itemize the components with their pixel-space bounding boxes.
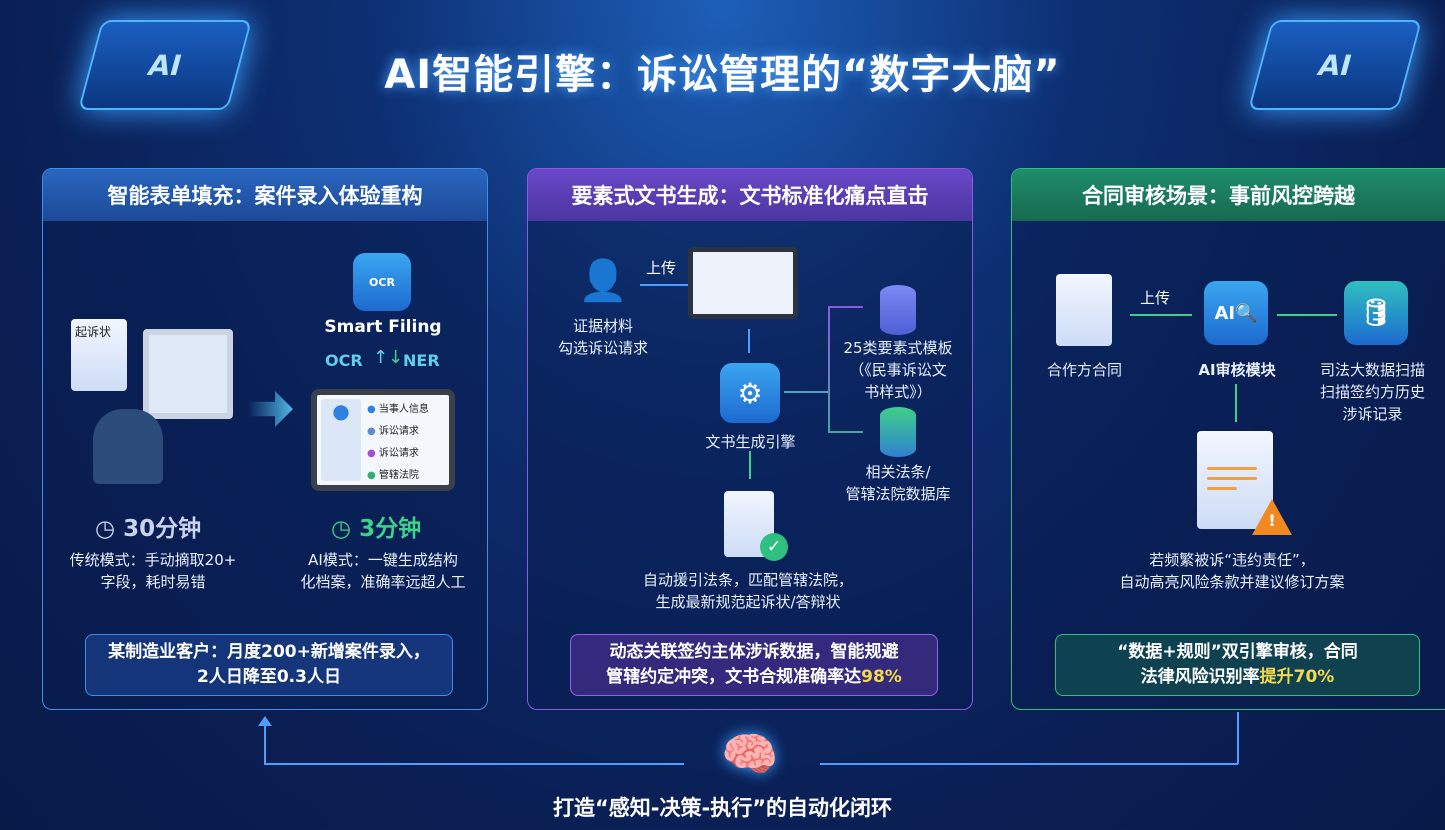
arrow-right-icon — [828, 306, 863, 308]
engine-label: 文书生成引擎 — [705, 433, 796, 451]
risk-desc: 若频繁被诉“违约责任”，自动高亮风险条款并建议修订方案 — [1119, 551, 1345, 591]
ner-label: NER — [403, 351, 440, 370]
ocr-document-icon: OCR — [353, 253, 411, 311]
loop-line — [1237, 712, 1239, 764]
ai-chip-icon: AI — [1247, 20, 1423, 110]
footer-caption: 打造“感知-决策-执行”的自动化闭环 — [552, 796, 893, 820]
arrow-right-icon — [1130, 314, 1192, 316]
arrow-down-icon: ↓ — [388, 347, 404, 368]
arrow-down-icon — [749, 451, 751, 479]
page-title: AI智能引擎：诉讼管理的“数字大脑” — [384, 52, 1061, 98]
contract-label: 合作方合同 — [1046, 361, 1122, 379]
ai-time: ◷ 3分钟 — [331, 516, 422, 542]
ocr-label: OCR — [325, 351, 363, 370]
arrow-down-icon — [1235, 384, 1237, 422]
panel-header: 合同审核场景：事前风控跨越 — [1012, 169, 1445, 221]
clock-icon: ◷ — [95, 516, 116, 542]
panel-document-generation: 要素式文书生成：文书标准化痛点直击 👤 证据材料勾选诉讼请求 上传 ⚙ 文书生成… — [527, 168, 973, 710]
arrow-left-icon — [1277, 314, 1337, 316]
check-icon: ✓ — [760, 533, 788, 561]
connector-line — [828, 306, 830, 431]
panel-smart-form: 智能表单填充：案件录入体验重构 起诉状 OCR Smart Filing OCR… — [42, 168, 488, 710]
compliance-quote: 动态关联签约主体涉诉数据，智能规避管辖约定冲突，文书合规准确率达98% — [570, 634, 938, 696]
complaint-document-icon: 起诉状 — [71, 319, 127, 391]
user-upload-icon: 👤 — [578, 258, 628, 304]
ai-chip-icon: AI — [77, 20, 253, 110]
person-at-computer-icon — [93, 409, 163, 484]
evidence-label: 证据材料勾选诉讼请求 — [557, 317, 648, 357]
template-db-label: 25类要素式模板（《民事诉讼文书样式》） — [843, 339, 953, 401]
arrow-right-icon — [828, 431, 863, 433]
field-party-info: ● 当事人信息 — [367, 404, 429, 415]
profile-avatar-icon: ● — [321, 399, 361, 481]
upload-label: 上传 — [646, 259, 677, 277]
output-desc: 自动援引法条，匹配管辖法院，生成最新规范起诉状/答辩状 — [642, 571, 853, 611]
scan-label: 司法大数据扫描扫描签约方历史涉诉记录 — [1319, 361, 1425, 423]
clock-icon: ◷ — [331, 516, 352, 542]
brain-gear-icon: 🧠 — [721, 726, 779, 781]
panel-header: 智能表单填充：案件录入体验重构 — [43, 169, 487, 221]
contract-document-icon — [1056, 274, 1112, 346]
tablet-form: ● ● 当事人信息 ● 诉讼请求 ● 诉讼请求 ● 管辖法院 — [311, 389, 455, 491]
computer-monitor-icon — [143, 329, 233, 419]
database-search-icon: 🛢 — [1344, 281, 1408, 345]
loop-line — [820, 763, 1238, 765]
smart-filing-label: Smart Filing — [324, 317, 442, 337]
gear-engine-icon: ⚙ — [720, 363, 780, 423]
upload-label: 上传 — [1140, 289, 1171, 307]
traditional-desc: 传统模式：手动摘取20+字段，耗时易错 — [69, 551, 237, 591]
loop-arrow-up-icon — [264, 722, 266, 764]
connector-line — [784, 391, 829, 393]
arrow-right-icon — [640, 284, 688, 286]
panel-header: 要素式文书生成：文书标准化痛点直击 — [528, 169, 972, 221]
field-claim: ● 诉讼请求 — [367, 426, 419, 437]
loop-line — [264, 763, 684, 765]
laptop-icon — [688, 247, 798, 319]
arrow-right-icon — [248, 391, 293, 427]
arrowhead — [258, 716, 272, 726]
risk-document-icon — [1197, 431, 1273, 529]
traditional-time: ◷ 30分钟 — [95, 516, 202, 542]
case-quote: 某制造业客户：月度200+新增案件录入，2人日降至0.3人日 — [85, 634, 453, 696]
module-label: AI审核模块 — [1198, 361, 1276, 379]
ai-review-icon: AI🔍 — [1204, 281, 1268, 345]
review-quote: “数据+规则”双引擎审核，合同法律风险识别率提升70% — [1055, 634, 1420, 696]
arrow-down-icon — [748, 329, 750, 353]
field-court: ● 管辖法院 — [367, 470, 419, 481]
ai-desc: AI模式：一键生成结构化档案，准确率远超人工 — [300, 551, 466, 591]
template-database-icon — [880, 285, 916, 335]
panel-contract-review: 合同审核场景：事前风控跨越 合作方合同 上传 AI🔍 AI审核模块 🛢 司法大数… — [1011, 168, 1445, 710]
arrow-up-icon: ↑ — [373, 347, 389, 368]
form-fields: ● 当事人信息 ● 诉讼请求 ● 诉讼请求 ● 管辖法院 — [367, 399, 429, 487]
law-db-label: 相关法条/管辖法院数据库 — [845, 463, 951, 503]
field-claim: ● 诉讼请求 — [367, 448, 419, 459]
law-database-icon — [880, 407, 916, 457]
